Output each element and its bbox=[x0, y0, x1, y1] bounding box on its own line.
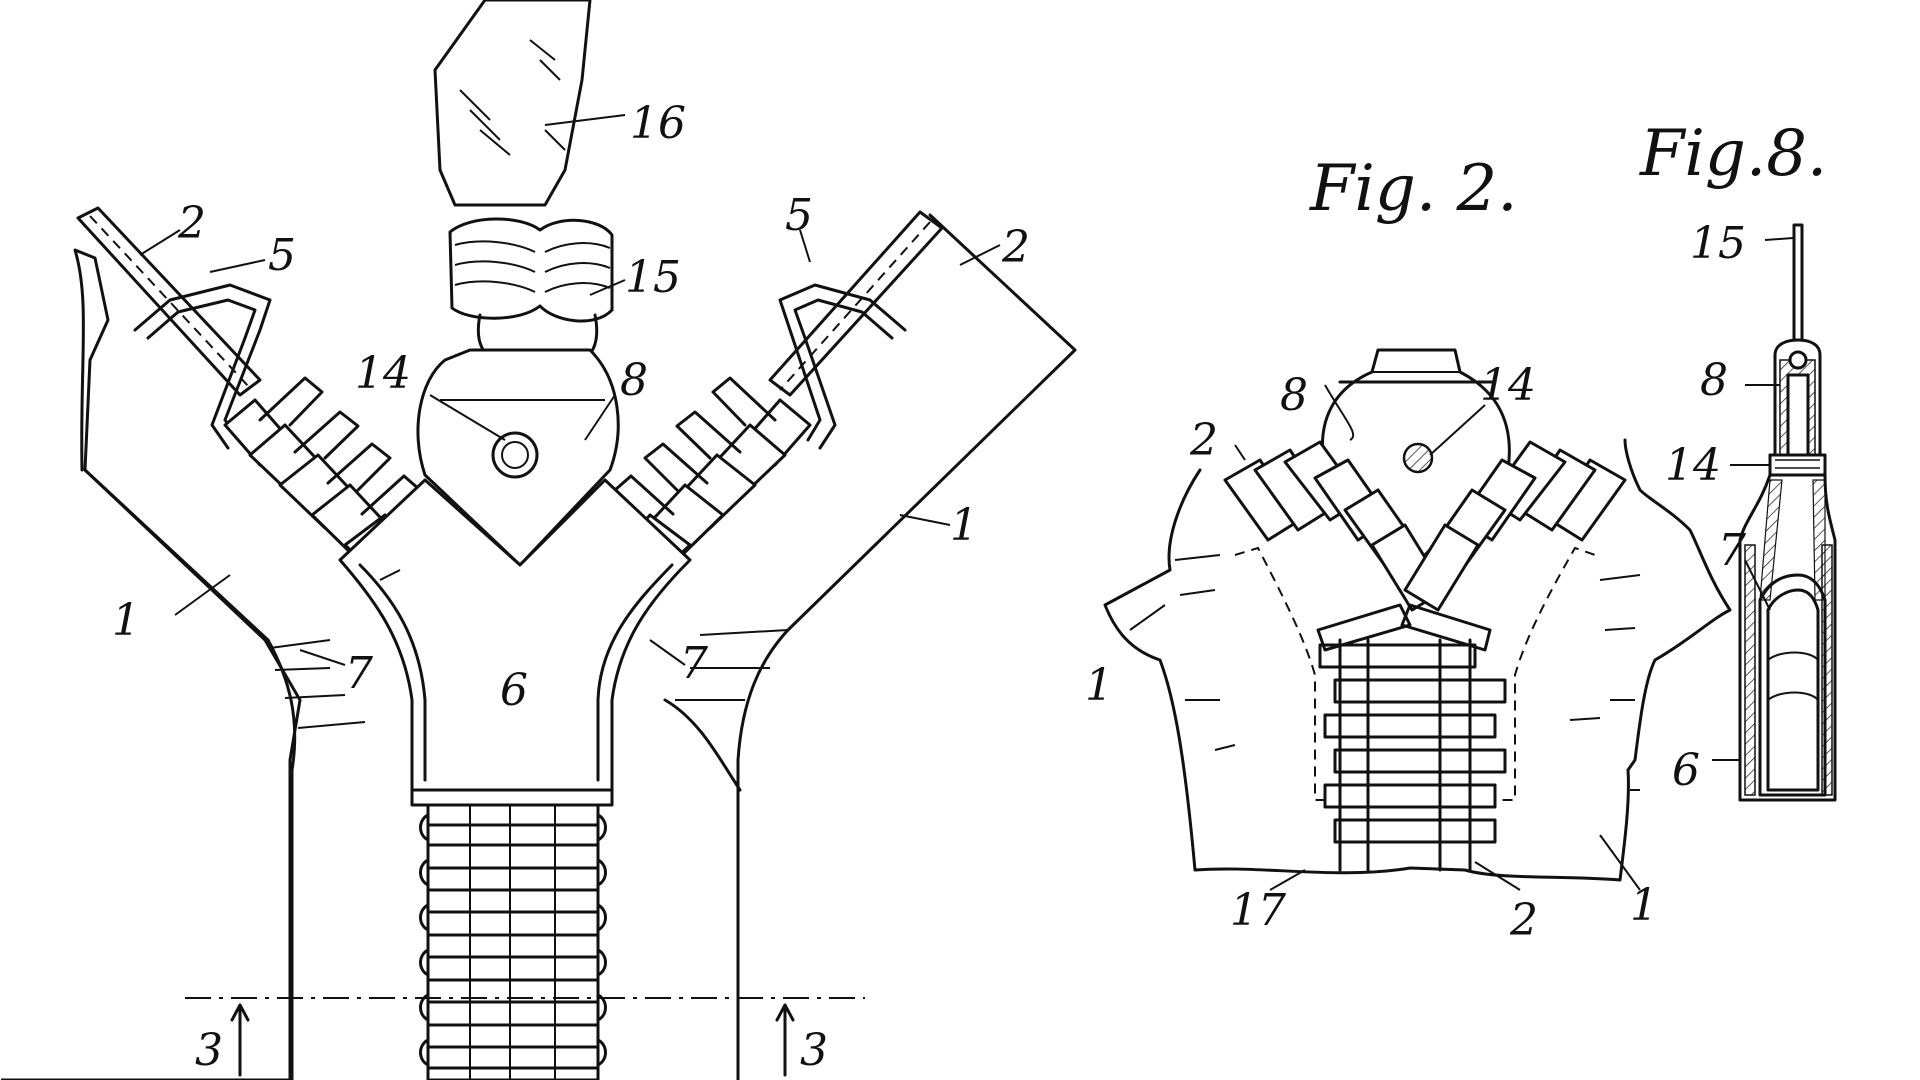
fig1-right-tape bbox=[736, 213, 1077, 1080]
fig8-label-8: 8 bbox=[1700, 355, 1728, 406]
fig1-label-6: 6 bbox=[500, 665, 528, 716]
fig1-label-16: 16 bbox=[630, 98, 686, 149]
fig8-label-6: 6 bbox=[1672, 745, 1700, 796]
fig1-label-1-left: 1 bbox=[112, 595, 140, 646]
fig1-label-15: 15 bbox=[625, 252, 681, 303]
fig1-pull-tab bbox=[433, 0, 592, 207]
fig1-label-2-left: 2 bbox=[177, 198, 206, 249]
fig2-label-8: 8 bbox=[1280, 370, 1308, 421]
fig1-label-5-left: 5 bbox=[268, 230, 296, 281]
fig1-slider-body bbox=[338, 478, 692, 792]
fig2-pivot-pin bbox=[1402, 442, 1434, 474]
fig2-drawing bbox=[1103, 348, 1732, 891]
fig2-label-1-right: 1 bbox=[1630, 880, 1658, 931]
fig1-label-1-right: 1 bbox=[950, 500, 978, 551]
fig1-label-5-right: 5 bbox=[785, 190, 813, 241]
fig2-interlocked-teeth bbox=[1316, 603, 1507, 872]
fig1-right-clip bbox=[778, 283, 907, 442]
fig8-pin bbox=[1768, 453, 1827, 477]
fig1-pivot-pin bbox=[491, 431, 539, 479]
fig8-title: Fig.8. bbox=[1639, 117, 1827, 191]
fig2-label-2-top: 2 bbox=[1189, 415, 1218, 466]
fig2-label-14: 14 bbox=[1480, 360, 1536, 411]
fig1-label-7-right: 7 bbox=[680, 638, 708, 689]
fig1-label-8: 8 bbox=[620, 355, 648, 406]
fig1-label-7-left: 7 bbox=[345, 648, 373, 699]
fig2-title: Fig. 2. bbox=[1309, 152, 1518, 226]
fig2-label-1-left: 1 bbox=[1085, 660, 1113, 711]
fig1-label-14: 14 bbox=[355, 348, 411, 399]
fig1-cord-loop bbox=[448, 217, 614, 367]
fig1-label-2-right: 2 bbox=[1001, 222, 1030, 273]
fig8-label-7: 7 bbox=[1718, 525, 1746, 576]
fig8-label-14: 14 bbox=[1665, 440, 1721, 491]
fig1-label-3-left: 3 bbox=[195, 1025, 223, 1076]
fig2-label-2-bottom: 2 bbox=[1509, 895, 1538, 946]
fig1-label-3-right: 3 bbox=[800, 1025, 828, 1076]
fig1-interlocked-teeth bbox=[419, 803, 607, 1080]
fig8-label-15: 15 bbox=[1690, 218, 1746, 269]
fig2-right-teeth bbox=[1403, 440, 1627, 612]
fig1-left-clip bbox=[133, 283, 272, 442]
fig1-drawing bbox=[1, 0, 1077, 1080]
fig8-drawing bbox=[1712, 223, 1837, 802]
fig2-label-17: 17 bbox=[1230, 885, 1286, 936]
